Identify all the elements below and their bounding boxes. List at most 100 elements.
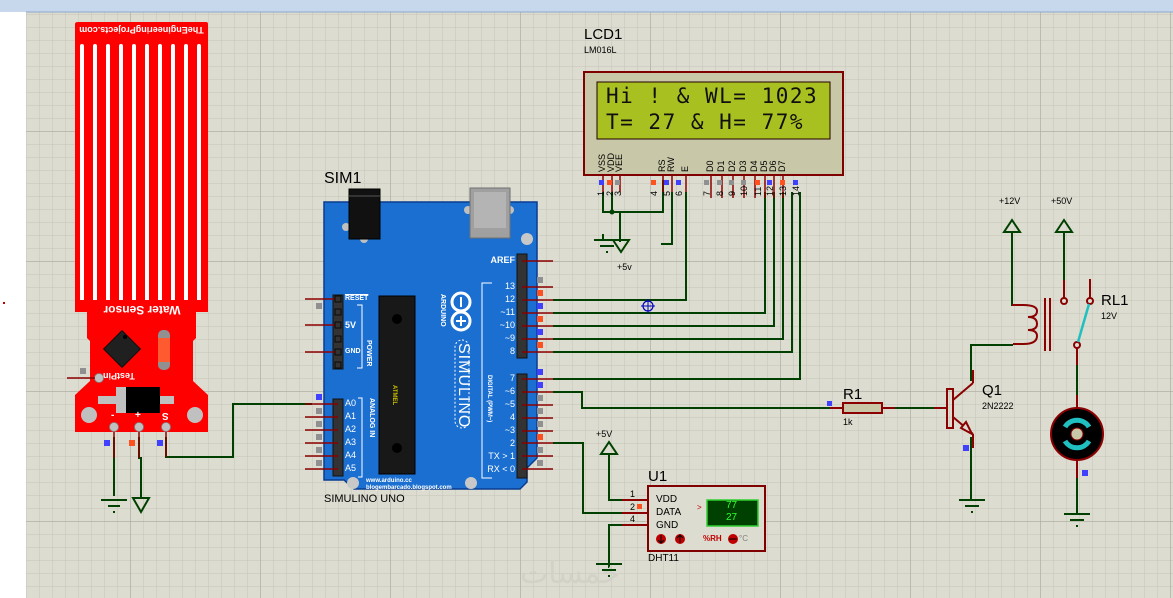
ground-symbol-dht (596, 563, 622, 577)
rl1-ref: RL1 (1101, 292, 1129, 309)
rail-12v-label: +12V (999, 196, 1021, 206)
lcd-pin-number: 14 (791, 185, 801, 196)
origin-marker (3, 302, 5, 304)
power-arrow-lcd (611, 239, 631, 254)
digital-pin-label: 12 (504, 294, 515, 304)
analog-pin-label: A5 (345, 463, 357, 473)
digital-pin-label: AREF (490, 255, 516, 265)
lcd-pin-number: 10 (739, 185, 749, 196)
lcd-ref: LCD1 (584, 26, 623, 43)
arduino-name: SIMULINO UNO (324, 493, 405, 505)
digital-pin-label: ~10 (499, 320, 515, 330)
lcd-pin-name: RW (666, 157, 676, 172)
lcd-pin-number: 8 (715, 190, 725, 196)
sensor-pin-minus-label: - (111, 410, 115, 421)
lcd-pin-name: D2 (727, 160, 737, 172)
lcd-line-1: Hi ! & WL= 1023 (606, 84, 819, 108)
dht-pin-4-num: 4 (630, 514, 636, 524)
lcd-pin-name: D7 (777, 160, 787, 172)
power-header (332, 294, 344, 370)
arduino-left-pin-states (316, 303, 322, 466)
left-margin (0, 0, 26, 598)
resistor-r1[interactable] (827, 401, 895, 414)
analog-header (332, 398, 344, 477)
sensor-chip-icon (102, 329, 142, 369)
digital-pin-label: ~9 (504, 333, 515, 343)
r1-value: 1k (843, 417, 853, 427)
dht11-sensor[interactable] (622, 485, 766, 552)
digital-header-bottom (516, 373, 528, 479)
rail-50v-label: +50V (1051, 196, 1073, 206)
power-section-label: POWER (365, 340, 372, 367)
dht-arrow: > (697, 503, 702, 512)
probe-crosshair-icon[interactable] (641, 299, 655, 313)
power-jack-icon (342, 188, 381, 243)
dht-pin-gnd: GND (656, 520, 679, 531)
dc-motor[interactable] (1050, 395, 1104, 478)
sensor-pin-plus[interactable] (134, 422, 144, 432)
digital-pin-label: ~11 (500, 307, 515, 317)
mounting-hole (521, 233, 533, 245)
transistor-q1[interactable] (934, 370, 975, 448)
digital-section-label: DIGITAL (PWM~) (486, 375, 492, 423)
lcd-pin-number: 11 (753, 186, 763, 196)
dht-unit-toggle-button[interactable] (728, 534, 738, 544)
water-sensor[interactable] (67, 22, 208, 458)
dht-pin-2-num: 2 (630, 502, 636, 512)
dht-pin-data: DATA (656, 507, 682, 518)
dht-decrease-button[interactable] (656, 534, 666, 544)
usb-port-icon (464, 187, 514, 239)
lcd-pin-name: E (680, 165, 690, 172)
arduino-logo-icon (450, 291, 472, 332)
power-arrow-12v (1002, 218, 1022, 233)
sensor-pin-s-label: S (162, 410, 169, 421)
lcd-pins (599, 175, 798, 198)
dht-increase-button[interactable] (675, 534, 685, 544)
lcd-pin-number: 6 (674, 190, 684, 196)
arduino-brand: ARDUINO (439, 294, 446, 327)
arduino-url1: www.arduino.cc (366, 478, 412, 484)
sensor-testpin-label: TestPin (103, 371, 135, 381)
power-arrow-sensor (131, 497, 151, 515)
q1-ref: Q1 (982, 382, 1003, 399)
atmega-chip-icon (378, 295, 416, 475)
simulino-logo-text: SIMULINO (455, 343, 472, 429)
dht-humidity-value: 77 (726, 500, 738, 511)
dht-ref: U1 (648, 468, 668, 485)
lcd-pin-number: 7 (702, 190, 712, 196)
top-toolbar-strip (0, 0, 1173, 12)
sensor-pin-minus[interactable] (109, 422, 119, 432)
lcd-pin-name: D1 (716, 160, 726, 172)
lcd-pin-name: D3 (738, 160, 748, 172)
power-gnd-label: GND (345, 348, 361, 355)
dht-pin-vdd: VDD (656, 494, 678, 505)
analog-pin-label: A2 (345, 424, 357, 434)
relay-rl1[interactable] (1012, 279, 1094, 365)
power-arrow-dht (599, 440, 619, 455)
arduino-ref: SIM1 (324, 170, 362, 187)
sensor-title: Water Sensor (103, 303, 181, 317)
sensor-pin-signal[interactable] (161, 422, 171, 432)
dht-model: DHT11 (648, 553, 679, 564)
arduino-right-pin-states (537, 277, 543, 466)
rl1-value: 12V (1101, 311, 1118, 321)
r1-ref: R1 (843, 386, 863, 403)
lcd-display[interactable] (583, 71, 844, 176)
sensor-brand-text: TheEngineeringProjects.com (79, 25, 204, 35)
digital-pin-label: 7 (509, 373, 515, 383)
sensor-traces (80, 44, 201, 306)
sensor-led-icon (158, 330, 170, 370)
arduino-board[interactable] (323, 187, 538, 490)
relay-switch-arm (1076, 303, 1091, 343)
dht-temperature-value: 27 (726, 512, 738, 523)
mounting-hole (347, 477, 359, 489)
digital-pin-label: ~5 (504, 399, 515, 409)
lcd-pin-number: 5 (662, 190, 672, 196)
power-arrow-50v (1054, 218, 1074, 233)
digital-pin-label: 2 (509, 438, 515, 448)
dht-unit-c: °C (739, 534, 748, 543)
analog-pin-label: A1 (345, 411, 357, 421)
sensor-resistor-icon (98, 387, 174, 413)
dht-supply-label: +5V (596, 429, 613, 439)
